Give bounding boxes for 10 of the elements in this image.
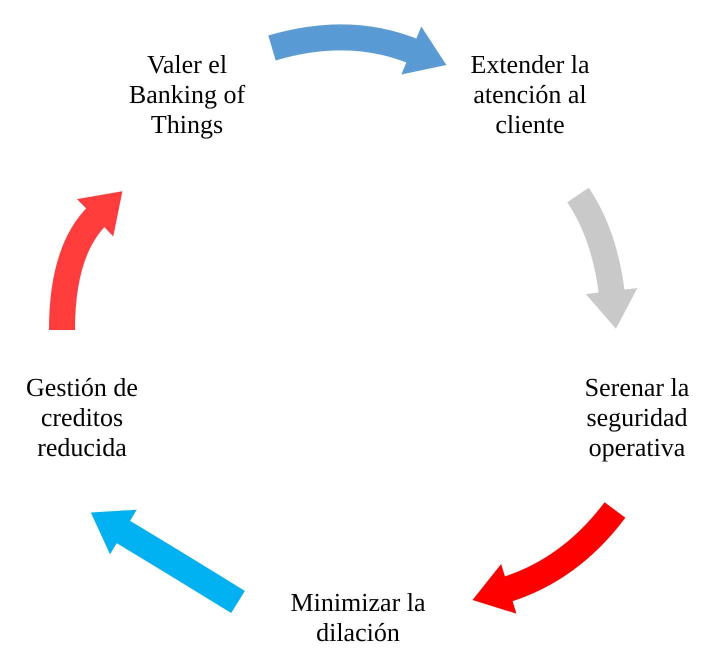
step-label: Gestión de creditos reducida bbox=[25, 373, 139, 463]
step-label: Minimizar la dilación bbox=[289, 588, 426, 648]
curved-arrow bbox=[49, 190, 122, 330]
curved-arrow bbox=[268, 24, 447, 75]
step-label: Extender la atención al cliente bbox=[469, 50, 591, 140]
curved-arrow bbox=[567, 188, 638, 329]
step-label: Serenar la seguridad operativa bbox=[584, 373, 690, 463]
curved-arrow bbox=[472, 502, 626, 614]
curved-arrow bbox=[90, 510, 245, 614]
step-label: Valer el Banking of Things bbox=[128, 50, 246, 140]
